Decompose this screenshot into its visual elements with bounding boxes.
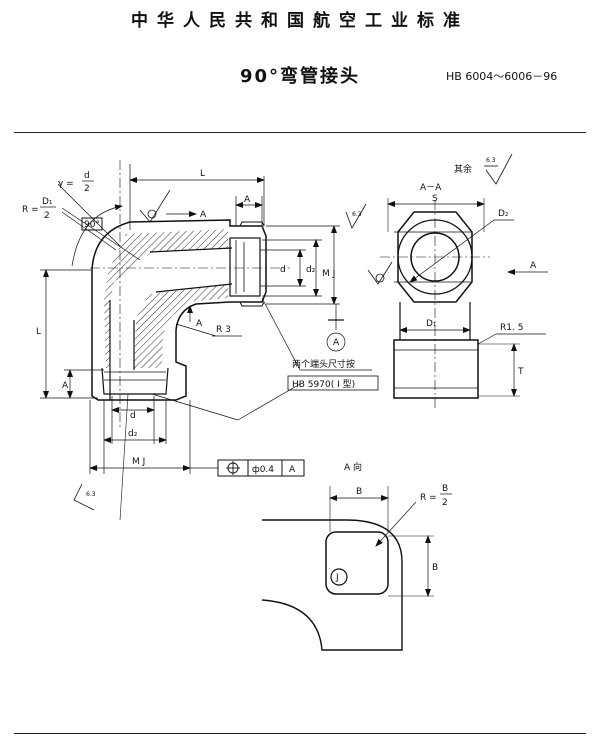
- circle-J: J: [335, 573, 339, 583]
- drawing-labels: L L γ = d 2 R = D₁ 2 90° A A A A d d₂ M …: [22, 157, 537, 583]
- dim-d2-side: d₂: [306, 265, 316, 275]
- main-dimensions: [40, 164, 372, 474]
- dim-T: T: [517, 367, 524, 377]
- position-tolerance-frame: ф0.4 A: [217, 459, 305, 477]
- dim-B-side: B: [432, 563, 438, 573]
- dim-A-left: A: [62, 381, 69, 391]
- elbow-bore: [110, 248, 232, 370]
- dim-D1: D₁: [426, 319, 437, 329]
- elbow-outline: [91, 219, 267, 401]
- surface-rest-label: 其余: [454, 163, 472, 175]
- cut-A-bottom: A: [196, 319, 203, 329]
- view-arrow-A: A: [530, 261, 537, 271]
- dim-d-side: d: [280, 265, 286, 275]
- gamma-den: 2: [84, 184, 90, 194]
- dim-A-upper: A: [244, 195, 251, 205]
- dim-d-bottom: d: [130, 411, 136, 421]
- note-line-2: HB 5970( I 型): [292, 379, 355, 390]
- dim-L-top: L: [200, 169, 205, 179]
- document-title: 90°弯管接头: [239, 66, 361, 87]
- dim-R3: R 3: [216, 325, 231, 335]
- note-line-1: 两个端头尺寸按: [292, 358, 355, 370]
- tolerance-datum: A: [289, 465, 296, 475]
- view-R-lhs: R =: [420, 493, 437, 503]
- section-title: A－A: [420, 183, 442, 193]
- surface-rest-value: 6.3: [486, 157, 496, 164]
- section-a-a: [380, 198, 548, 410]
- top-rule: [14, 132, 586, 133]
- tolerance-value: ф0.4: [252, 465, 274, 475]
- cut-A-top: A: [200, 210, 207, 220]
- standard-name: 中华人民共和国航空工业标准: [131, 11, 469, 31]
- roughness-symbols: [73, 153, 513, 511]
- angle-value: 90°: [84, 220, 100, 230]
- view-R-den: 2: [442, 498, 448, 508]
- view-a: [261, 486, 434, 651]
- angle-box: [81, 217, 103, 231]
- standard-code: HB 6004～6006－96: [446, 70, 558, 83]
- gamma-num: d: [84, 171, 90, 181]
- view-R-num: B: [442, 484, 448, 494]
- roughness-right: 6.3: [352, 211, 362, 218]
- gamma-lhs: γ =: [58, 179, 74, 189]
- R-num: D₁: [42, 197, 53, 207]
- dim-D2: D₂: [498, 209, 509, 219]
- roughness-bottom: 6.3: [86, 491, 96, 498]
- view-title: A 向: [344, 461, 362, 473]
- dim-d2-bottom: d₂: [128, 429, 138, 439]
- dim-S: S: [432, 194, 438, 204]
- R-den: 2: [44, 211, 50, 221]
- dim-L-left: L: [36, 327, 41, 337]
- datum-A: A: [333, 338, 340, 348]
- dim-MJ-bottom: M J: [132, 457, 145, 467]
- view-a-outline: [261, 519, 403, 651]
- elbow-main-view: [57, 160, 290, 521]
- dim-B-top: B: [356, 487, 362, 497]
- bottom-rule: [14, 733, 586, 734]
- dim-MJ-side: M J: [322, 269, 335, 279]
- dim-R1-5: R1. 5: [500, 323, 523, 333]
- R-lhs: R =: [22, 205, 39, 215]
